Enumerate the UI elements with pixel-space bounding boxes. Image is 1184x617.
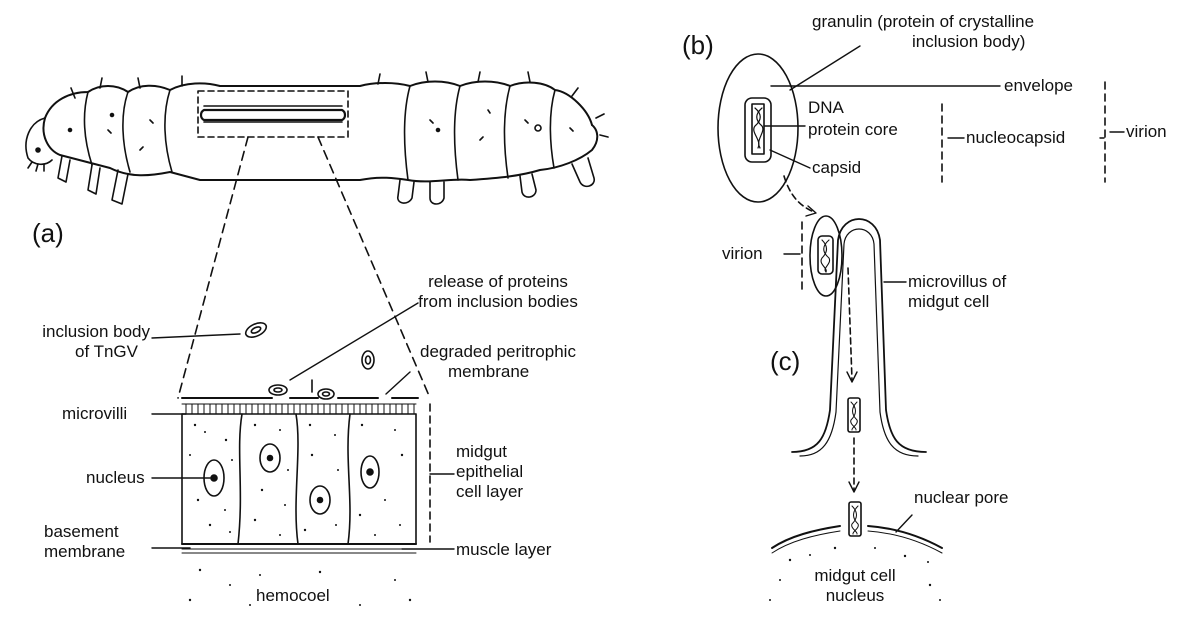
capsid-label: capsid <box>812 158 862 177</box>
basement-membrane-label: basement membrane <box>44 522 126 561</box>
panel-b-label: (b) <box>682 30 714 60</box>
panel-c-label: (c) <box>770 346 801 376</box>
midgut-epithelial-label: midgut epithelial cell layer <box>456 442 524 501</box>
nucleus-label: nucleus <box>86 468 145 487</box>
inclusion-body-label: inclusion body of TnGV <box>42 322 150 361</box>
panel-a-label: (a) <box>32 218 64 248</box>
release-proteins-label: release of proteins from inclusion bodie… <box>418 272 578 311</box>
muscle-layer-label: muscle layer <box>456 540 552 559</box>
virion-diagram <box>717 45 1125 217</box>
caterpillar <box>25 71 609 205</box>
envelope-label: envelope <box>1004 76 1074 95</box>
virion-label-b: virion <box>1126 122 1167 141</box>
nuclear-pore-label: nuclear pore <box>914 488 1009 507</box>
degraded-peritrophic-label: degraded peritrophic membrane <box>420 342 576 381</box>
dna-label: DNA <box>808 98 844 117</box>
hemocoel-label: hemocoel <box>256 586 330 605</box>
microvillus-label: microvillus of midgut cell <box>908 272 1007 311</box>
midgut-cell-layer <box>181 322 431 606</box>
leader-lines-a <box>151 302 455 550</box>
granulin-label: granulin (protein of crystalline inclusi… <box>812 12 1035 51</box>
virion-label-c: virion <box>722 244 763 263</box>
protein-core-label: protein core <box>808 120 898 139</box>
zoom-lines <box>177 136 431 399</box>
midgut-cell-nucleus-label: midgut cell nucleus <box>814 566 896 605</box>
microvilli-label: microvilli <box>62 404 128 423</box>
microvillus-diagram <box>769 215 943 601</box>
nucleocapsid-label: nucleocapsid <box>966 128 1066 147</box>
